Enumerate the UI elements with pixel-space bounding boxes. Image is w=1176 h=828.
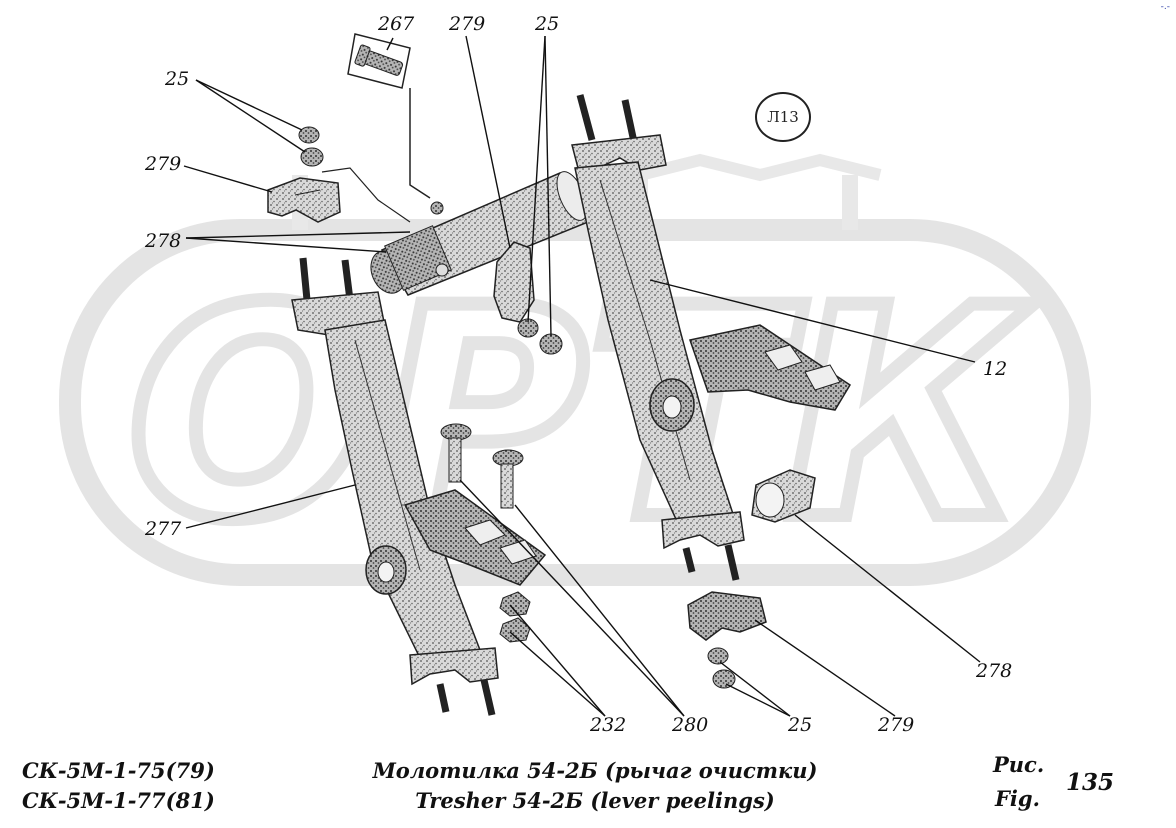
corner-mark: -.- bbox=[1160, 2, 1170, 12]
caption-title-ru: Молотилка 54-2Б (рычаг очистки) bbox=[372, 758, 818, 783]
part-267-bolt bbox=[347, 33, 444, 215]
part-279-cap-middle bbox=[493, 241, 563, 355]
callout-25-top: 25 bbox=[535, 13, 560, 35]
callout-25-left: 25 bbox=[165, 68, 190, 90]
part-12-lever bbox=[571, 94, 852, 581]
figure-label-ru: Рис. bbox=[993, 752, 1045, 777]
callout-12: 12 bbox=[983, 358, 1008, 380]
watermark-text: ОРТК bbox=[128, 247, 1034, 584]
part-280-bolts bbox=[440, 423, 524, 509]
callout-280: 280 bbox=[672, 714, 709, 736]
caption-title-en: Tresher 54-2Б (lever peelings) bbox=[415, 788, 775, 813]
callout-277: 277 bbox=[145, 518, 182, 540]
part-25-nuts-bottom bbox=[707, 647, 736, 689]
part-25-nuts-top-left bbox=[298, 126, 324, 167]
part-278-bushing bbox=[751, 469, 816, 523]
part-279-cap-left bbox=[267, 167, 411, 223]
callout-267: 267 bbox=[378, 13, 415, 35]
part-279-cap-bottom bbox=[687, 591, 767, 641]
figure-label-en: Fig. bbox=[995, 786, 1040, 811]
callout-279-left: 279 bbox=[145, 153, 182, 175]
callout-279-bottom: 279 bbox=[878, 714, 915, 736]
callout-232: 232 bbox=[590, 714, 627, 736]
callout-278-right: 278 bbox=[976, 660, 1013, 682]
callout-278-left: 278 bbox=[145, 230, 182, 252]
figure-number: 135 bbox=[1066, 769, 1115, 796]
part-277-lever bbox=[291, 257, 547, 716]
model-code-line-1: СК-5М-1-75(79) bbox=[22, 758, 215, 783]
part-232-nuts bbox=[499, 591, 531, 643]
watermark-logo: ОРТК bbox=[59, 153, 1091, 591]
sheet-tag-badge: Л13 bbox=[755, 92, 811, 142]
callout-25-bottom: 25 bbox=[788, 714, 813, 736]
model-code-line-2: СК-5М-1-77(81) bbox=[22, 788, 215, 813]
part-278-shaft bbox=[370, 171, 590, 296]
callout-279-top: 279 bbox=[449, 13, 486, 35]
leader-lines bbox=[183, 35, 981, 717]
